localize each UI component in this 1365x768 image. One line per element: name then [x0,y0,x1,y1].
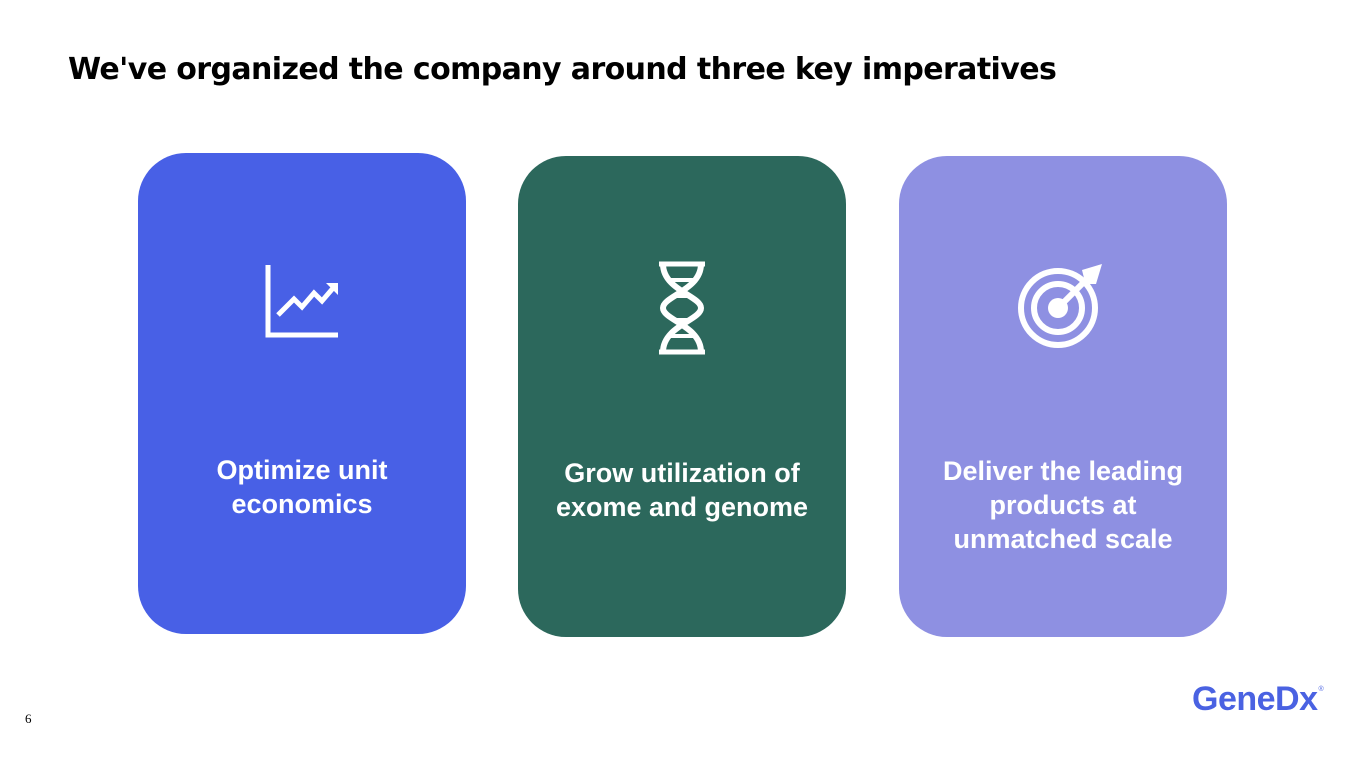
imperative-card-products: Deliver the leading products at unmatche… [899,156,1227,637]
registered-mark: ® [1318,686,1324,693]
imperative-card-unit-economics: Optimize unit economics [138,153,466,634]
card-label: Optimize unit economics [216,455,388,519]
imperative-card-utilization: Grow utilization of exome and genome [518,156,846,637]
logo-text: GeneDx [1192,680,1318,718]
target-icon [1018,260,1108,355]
page-number: 6 [25,711,32,726]
growth-chart-icon [264,263,340,344]
genedx-logo: GeneDx ® [1192,680,1324,719]
slide-title: We've organized the company around three… [68,52,1057,87]
card-label: Grow utilization of exome and genome [555,458,809,522]
card-label: Deliver the leading products at unmatche… [942,456,1184,554]
dna-icon [657,260,707,361]
